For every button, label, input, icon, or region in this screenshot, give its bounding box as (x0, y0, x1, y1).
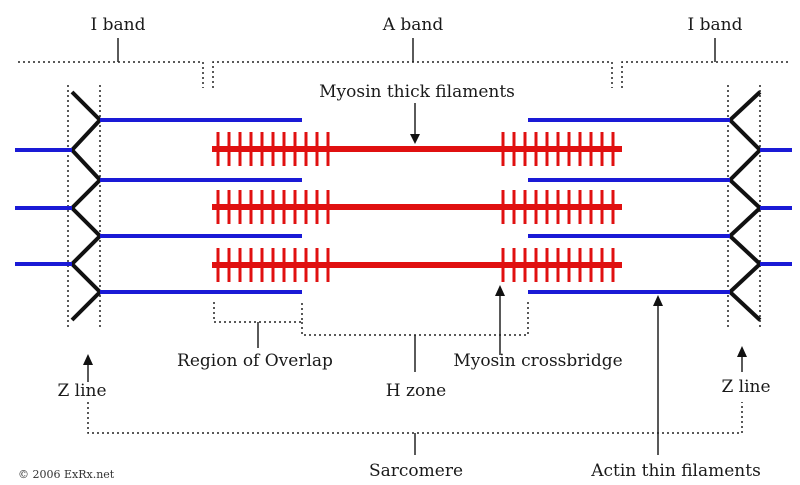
h-zone-label: H zone (386, 381, 446, 401)
z-line-right-arrow (737, 346, 747, 372)
region-overlap-bracket (213, 302, 303, 348)
h-zone-bracket (301, 302, 529, 372)
sarcomere-bracket (87, 402, 743, 455)
sarcomere-label: Sarcomere (369, 461, 463, 481)
myosin-crossbridge-label: Myosin crossbridge (453, 351, 622, 371)
z-line-right-label: Z line (721, 377, 770, 397)
myosin-filament-2 (212, 190, 622, 224)
myosin-thick-label: Myosin thick filaments (319, 82, 515, 102)
i-band-left-bracket (18, 38, 204, 88)
myosin-thick-pointer (410, 103, 420, 144)
z-line-left (69, 90, 103, 322)
actin-thin-pointer (653, 295, 663, 455)
actin-filaments-left (15, 118, 302, 294)
z-line-left-label: Z line (57, 381, 106, 401)
actin-filaments-right (528, 118, 792, 294)
region-overlap-label: Region of Overlap (177, 351, 333, 371)
z-line-right (727, 90, 763, 322)
i-band-right-label: I band (688, 15, 743, 35)
i-band-left-label: I band (91, 15, 146, 35)
myosin-filament-1 (212, 132, 622, 166)
i-band-right-bracket (621, 38, 790, 88)
a-band-bracket (212, 38, 613, 88)
z-line-left-arrow (83, 354, 93, 382)
copyright-label: © 2006 ExRx.net (18, 468, 115, 481)
actin-thin-label: Actin thin filaments (590, 461, 761, 481)
myosin-filament-3 (212, 248, 622, 282)
myosin-crossbridge-pointer (495, 285, 505, 355)
a-band-label: A band (382, 15, 444, 35)
